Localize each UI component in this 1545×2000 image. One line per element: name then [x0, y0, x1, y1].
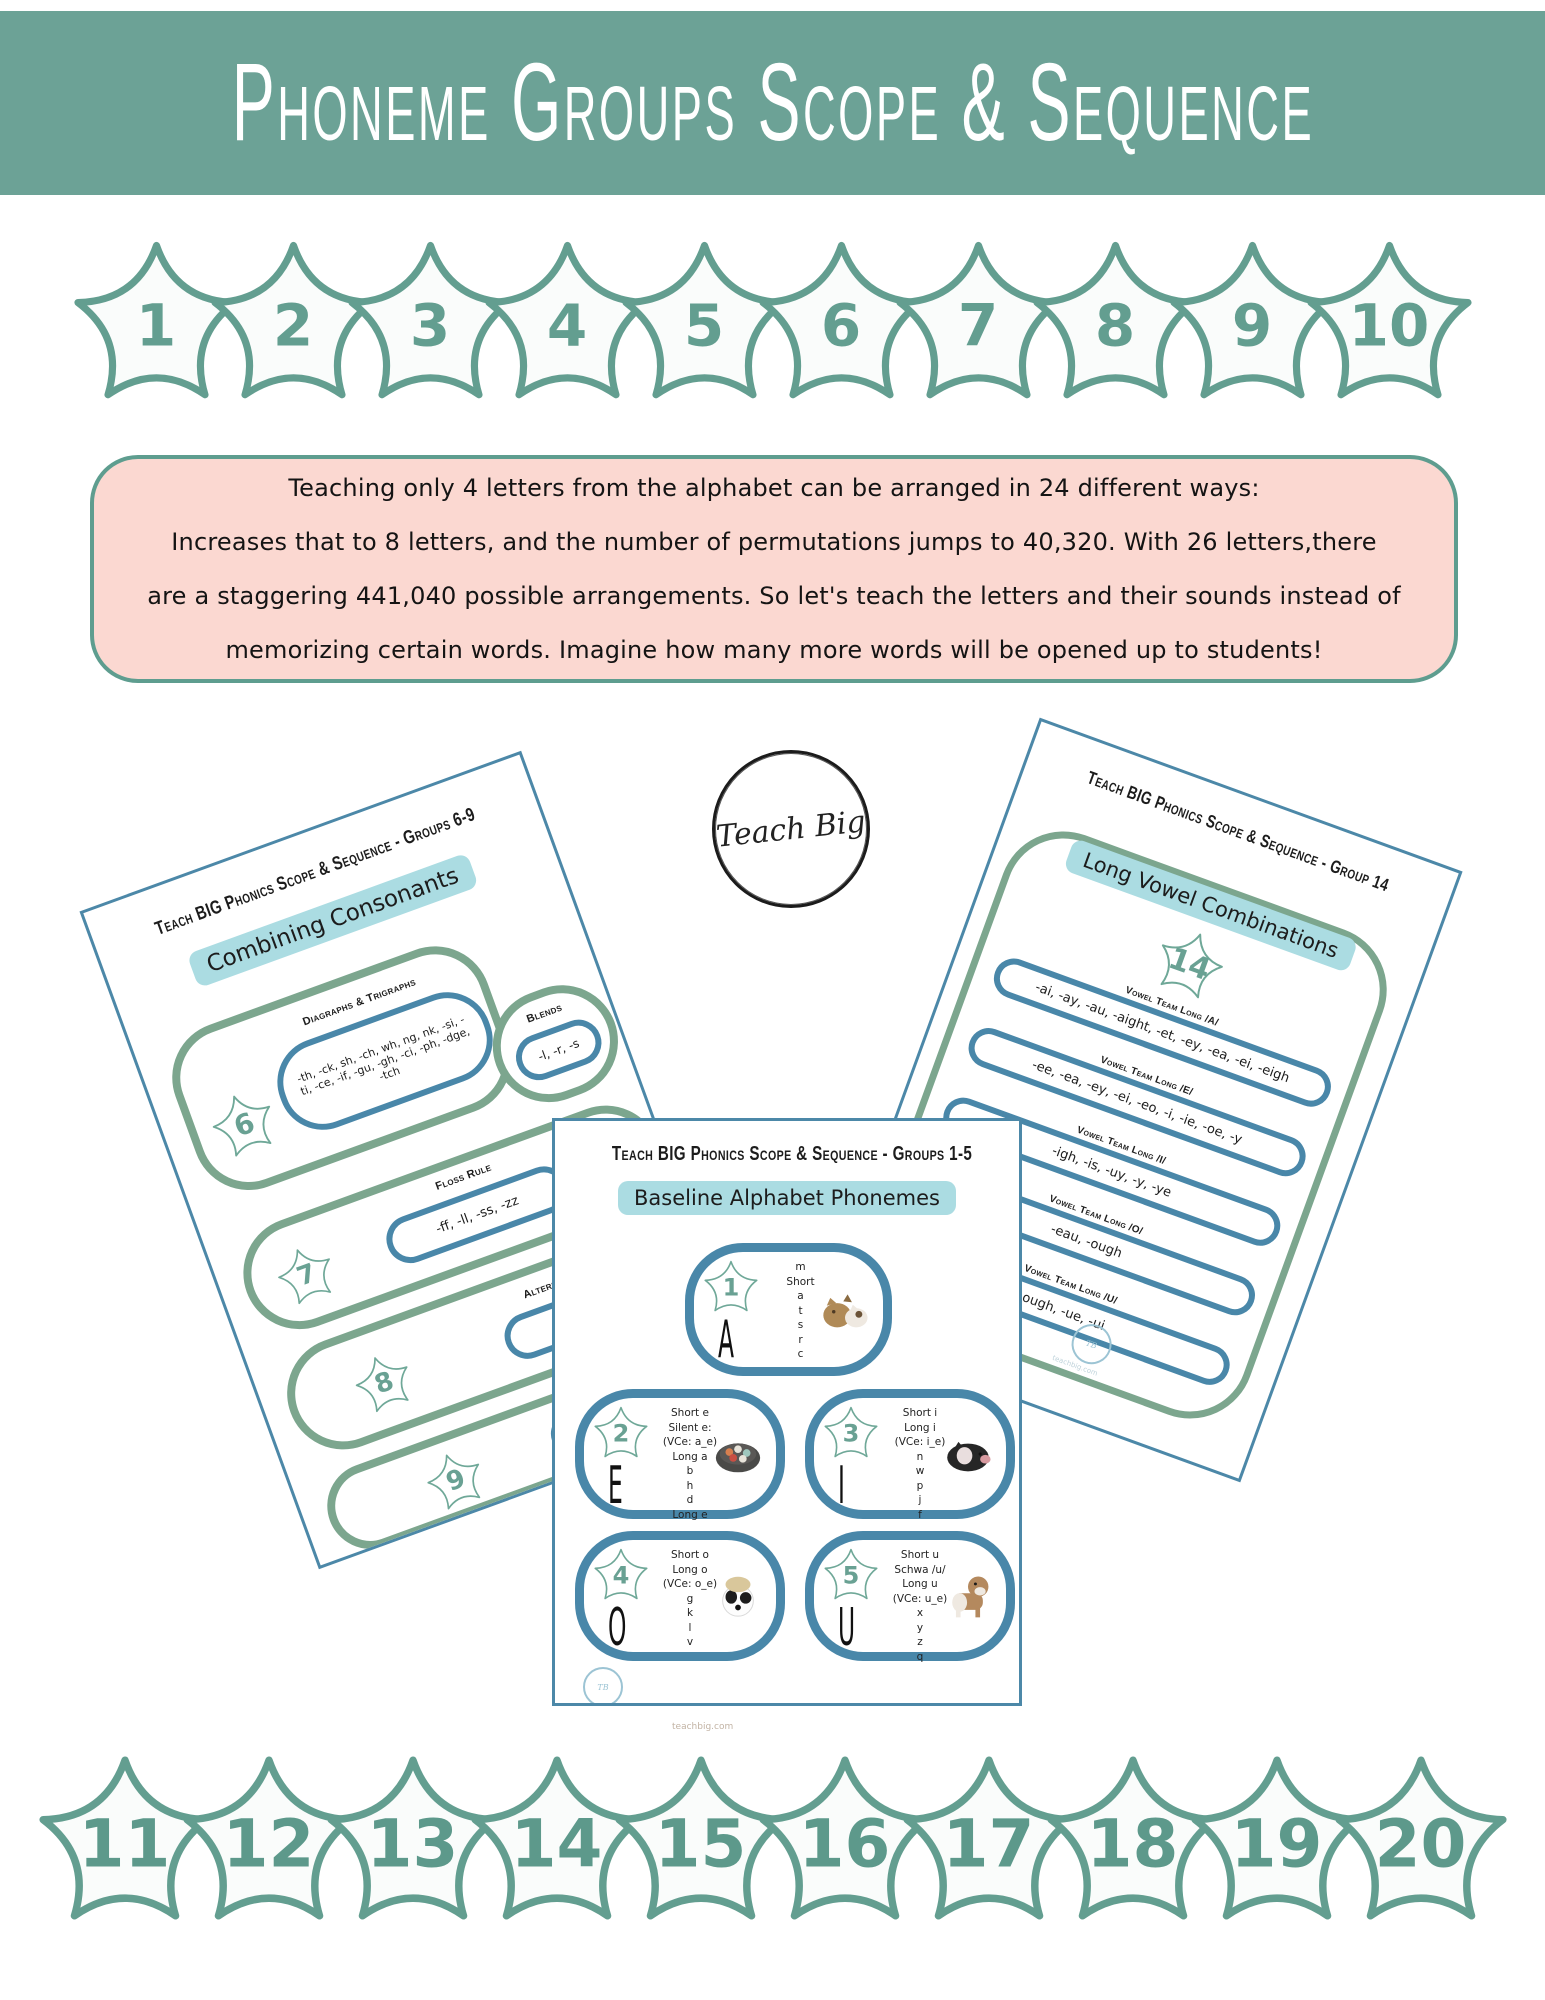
cats-photo	[823, 1293, 868, 1327]
star-badge: 5	[622, 238, 787, 408]
star-8-icon: 8	[348, 1347, 420, 1419]
star-7-icon: 7	[271, 1239, 343, 1311]
info-line: Increases that to 8 letters, and the num…	[171, 528, 1377, 556]
star-2-icon: 2	[594, 1406, 648, 1460]
doc-heading: Baseline Alphabet Phonemes	[618, 1181, 956, 1215]
star-badge: 2	[211, 238, 376, 408]
group-5-pill: 5 U Short u Schwa /u/ Long u (VCe: u_e) …	[805, 1531, 1015, 1663]
page-title: Phoneme Groups Scope & Sequence	[231, 40, 1314, 164]
star-number: 12	[222, 1805, 315, 1883]
phoneme-lines: Short e Silent e: (VCe: a_e) Long a b h …	[662, 1407, 718, 1521]
star-badge: 19	[1191, 1752, 1363, 1930]
star-badge: 14	[471, 1752, 643, 1930]
group-1-pill: 1 A m Short a t s r c	[685, 1243, 892, 1376]
footer-url: teachbig.com	[672, 1722, 734, 1732]
preview-page-groups-1-5: Teach BIG Phonics Scope & Sequence - Gro…	[552, 1118, 1022, 1706]
star-badge: 16	[759, 1752, 931, 1930]
star-badge: 9	[1170, 238, 1335, 408]
star-number: 17	[942, 1805, 1035, 1883]
star-badge: 12	[183, 1752, 355, 1930]
star-number: 4	[546, 291, 588, 360]
star-number: 2	[272, 291, 314, 360]
letter-i: I	[838, 1456, 845, 1516]
star-badge: 10	[1307, 238, 1472, 408]
blends-pill: Blends -l, -r, -s	[477, 969, 634, 1118]
star-number: 11	[78, 1805, 171, 1883]
star-6-icon: 6	[204, 1084, 283, 1163]
bulldog-photo	[952, 1576, 989, 1618]
group-4-pill: 4 O Short o Long o (VCe: o_e) g k l v	[575, 1531, 785, 1661]
star-badge: 7	[896, 238, 1061, 408]
star-number: 20	[1374, 1805, 1467, 1883]
letter-a: A	[718, 1310, 735, 1370]
star-badge: 17	[903, 1752, 1075, 1930]
star-number: 16	[798, 1805, 891, 1883]
letter-u: U	[838, 1598, 856, 1658]
phoneme-lines: Short i Long i (VCe: i_e) n w p j f	[894, 1407, 946, 1521]
star-number: 14	[510, 1805, 603, 1883]
star-badge: 15	[615, 1752, 787, 1930]
info-line: Teaching only 4 letters from the alphabe…	[288, 474, 1260, 502]
star-number: 13	[366, 1805, 459, 1883]
star-number: 7	[957, 291, 999, 360]
letter-o: O	[608, 1598, 627, 1658]
info-box: Teaching only 4 letters from the alphabe…	[90, 455, 1458, 683]
star-number: 18	[1086, 1805, 1179, 1883]
pig-photo	[947, 1441, 991, 1472]
star-5-icon: 5	[824, 1548, 878, 1602]
doc-title: Teach BIG Phonics Scope & Sequence - Gro…	[611, 1143, 973, 1165]
star-1-icon: 1	[704, 1260, 758, 1314]
star-number: 5	[683, 291, 725, 360]
star-badge: 6	[759, 238, 924, 408]
diagraphs-values: -th, -ck, sh, -ch, wh, ng, nk, -si, -ti,…	[264, 979, 506, 1143]
star-number: 3	[409, 291, 451, 360]
star-4-icon: 4	[594, 1548, 648, 1602]
logo-text: Teach Big	[714, 803, 868, 855]
candy-bowl-photo	[715, 1443, 761, 1473]
star-number: 8	[1094, 291, 1136, 360]
phoneme-lines: Short o Long o (VCe: o_e) g k l v	[662, 1549, 718, 1648]
star-badge: 8	[1033, 238, 1198, 408]
star-badge: 3	[348, 238, 513, 408]
teach-big-watermark: TB	[583, 1667, 623, 1703]
star-number: 10	[1348, 291, 1430, 360]
star-badge: 11	[39, 1752, 211, 1930]
star-number: 15	[654, 1805, 747, 1883]
dog-photo	[722, 1576, 754, 1617]
star-row-top: 1 2 3 4 5 6	[0, 238, 1545, 408]
star-3-icon: 3	[824, 1406, 878, 1460]
letter-e: E	[608, 1456, 623, 1516]
star-row-bottom: 11 12 13 14 15 16	[0, 1752, 1545, 1930]
star-badge: 20	[1335, 1752, 1507, 1930]
header-banner: Phoneme Groups Scope & Sequence	[0, 11, 1545, 195]
star-badge: 18	[1047, 1752, 1219, 1930]
info-line: memorizing certain words. Imagine how ma…	[225, 636, 1323, 664]
star-number: 6	[820, 291, 862, 360]
star-badge: 1	[74, 238, 239, 408]
group-3-pill: 3 I Short i Long i (VCe: i_e) n w p j f	[805, 1389, 1015, 1521]
group-2-pill: 2 E Short e Silent e: (VCe: a_e) Long a …	[575, 1389, 785, 1521]
phoneme-lines: m Short a t s r c	[786, 1261, 815, 1360]
teach-big-logo: Teach Big	[712, 750, 870, 908]
star-number: 9	[1231, 291, 1273, 360]
star-number: 1	[135, 291, 177, 360]
phoneme-lines: Short u Schwa /u/ Long u (VCe: u_e) x y …	[892, 1549, 948, 1663]
star-badge: 13	[327, 1752, 499, 1930]
star-9-icon: 9	[420, 1444, 492, 1516]
info-line: are a staggering 441,040 possible arrang…	[147, 582, 1401, 610]
star-number: 19	[1230, 1805, 1323, 1883]
star-badge: 4	[485, 238, 650, 408]
